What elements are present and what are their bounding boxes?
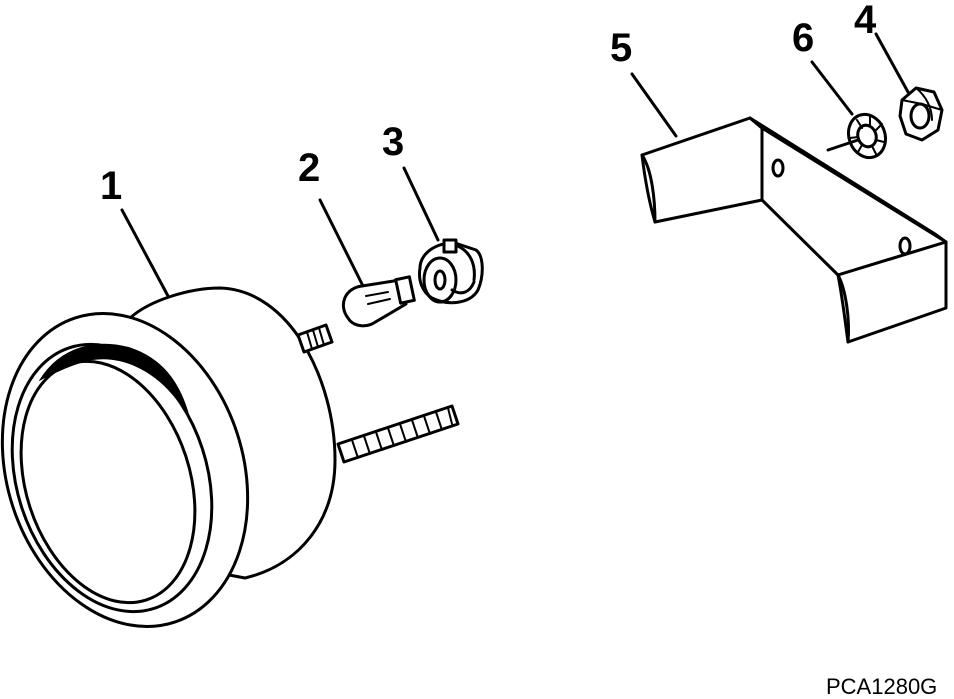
leader-5 <box>630 72 678 138</box>
leader-3 <box>402 166 440 242</box>
leader-1 <box>120 208 170 298</box>
gauge-bezel <box>0 312 250 628</box>
leader-4 <box>874 32 910 94</box>
gauge-lens <box>19 359 197 605</box>
gauge-long-stud <box>336 404 460 464</box>
callout-4: 4 <box>854 0 877 42</box>
callout-5: 5 <box>610 26 633 70</box>
gauge-short-stud <box>296 323 334 354</box>
hex-nut <box>898 86 944 142</box>
leader-6 <box>810 60 854 116</box>
figure-code: PCA1280G <box>826 674 938 699</box>
mounting-bracket <box>640 116 948 344</box>
callout-2: 2 <box>298 146 321 190</box>
lock-washer <box>846 112 888 160</box>
leader-lines <box>120 32 910 298</box>
leader-2 <box>318 198 364 286</box>
callout-1: 1 <box>100 164 123 208</box>
bulb-socket <box>418 238 484 305</box>
bulb <box>342 275 416 328</box>
callout-3: 3 <box>382 120 405 164</box>
leader-6-axis <box>826 138 860 152</box>
callout-6: 6 <box>792 16 815 60</box>
gauge-assembly <box>0 286 460 628</box>
gauge-bezel-inner-ring <box>10 342 214 614</box>
